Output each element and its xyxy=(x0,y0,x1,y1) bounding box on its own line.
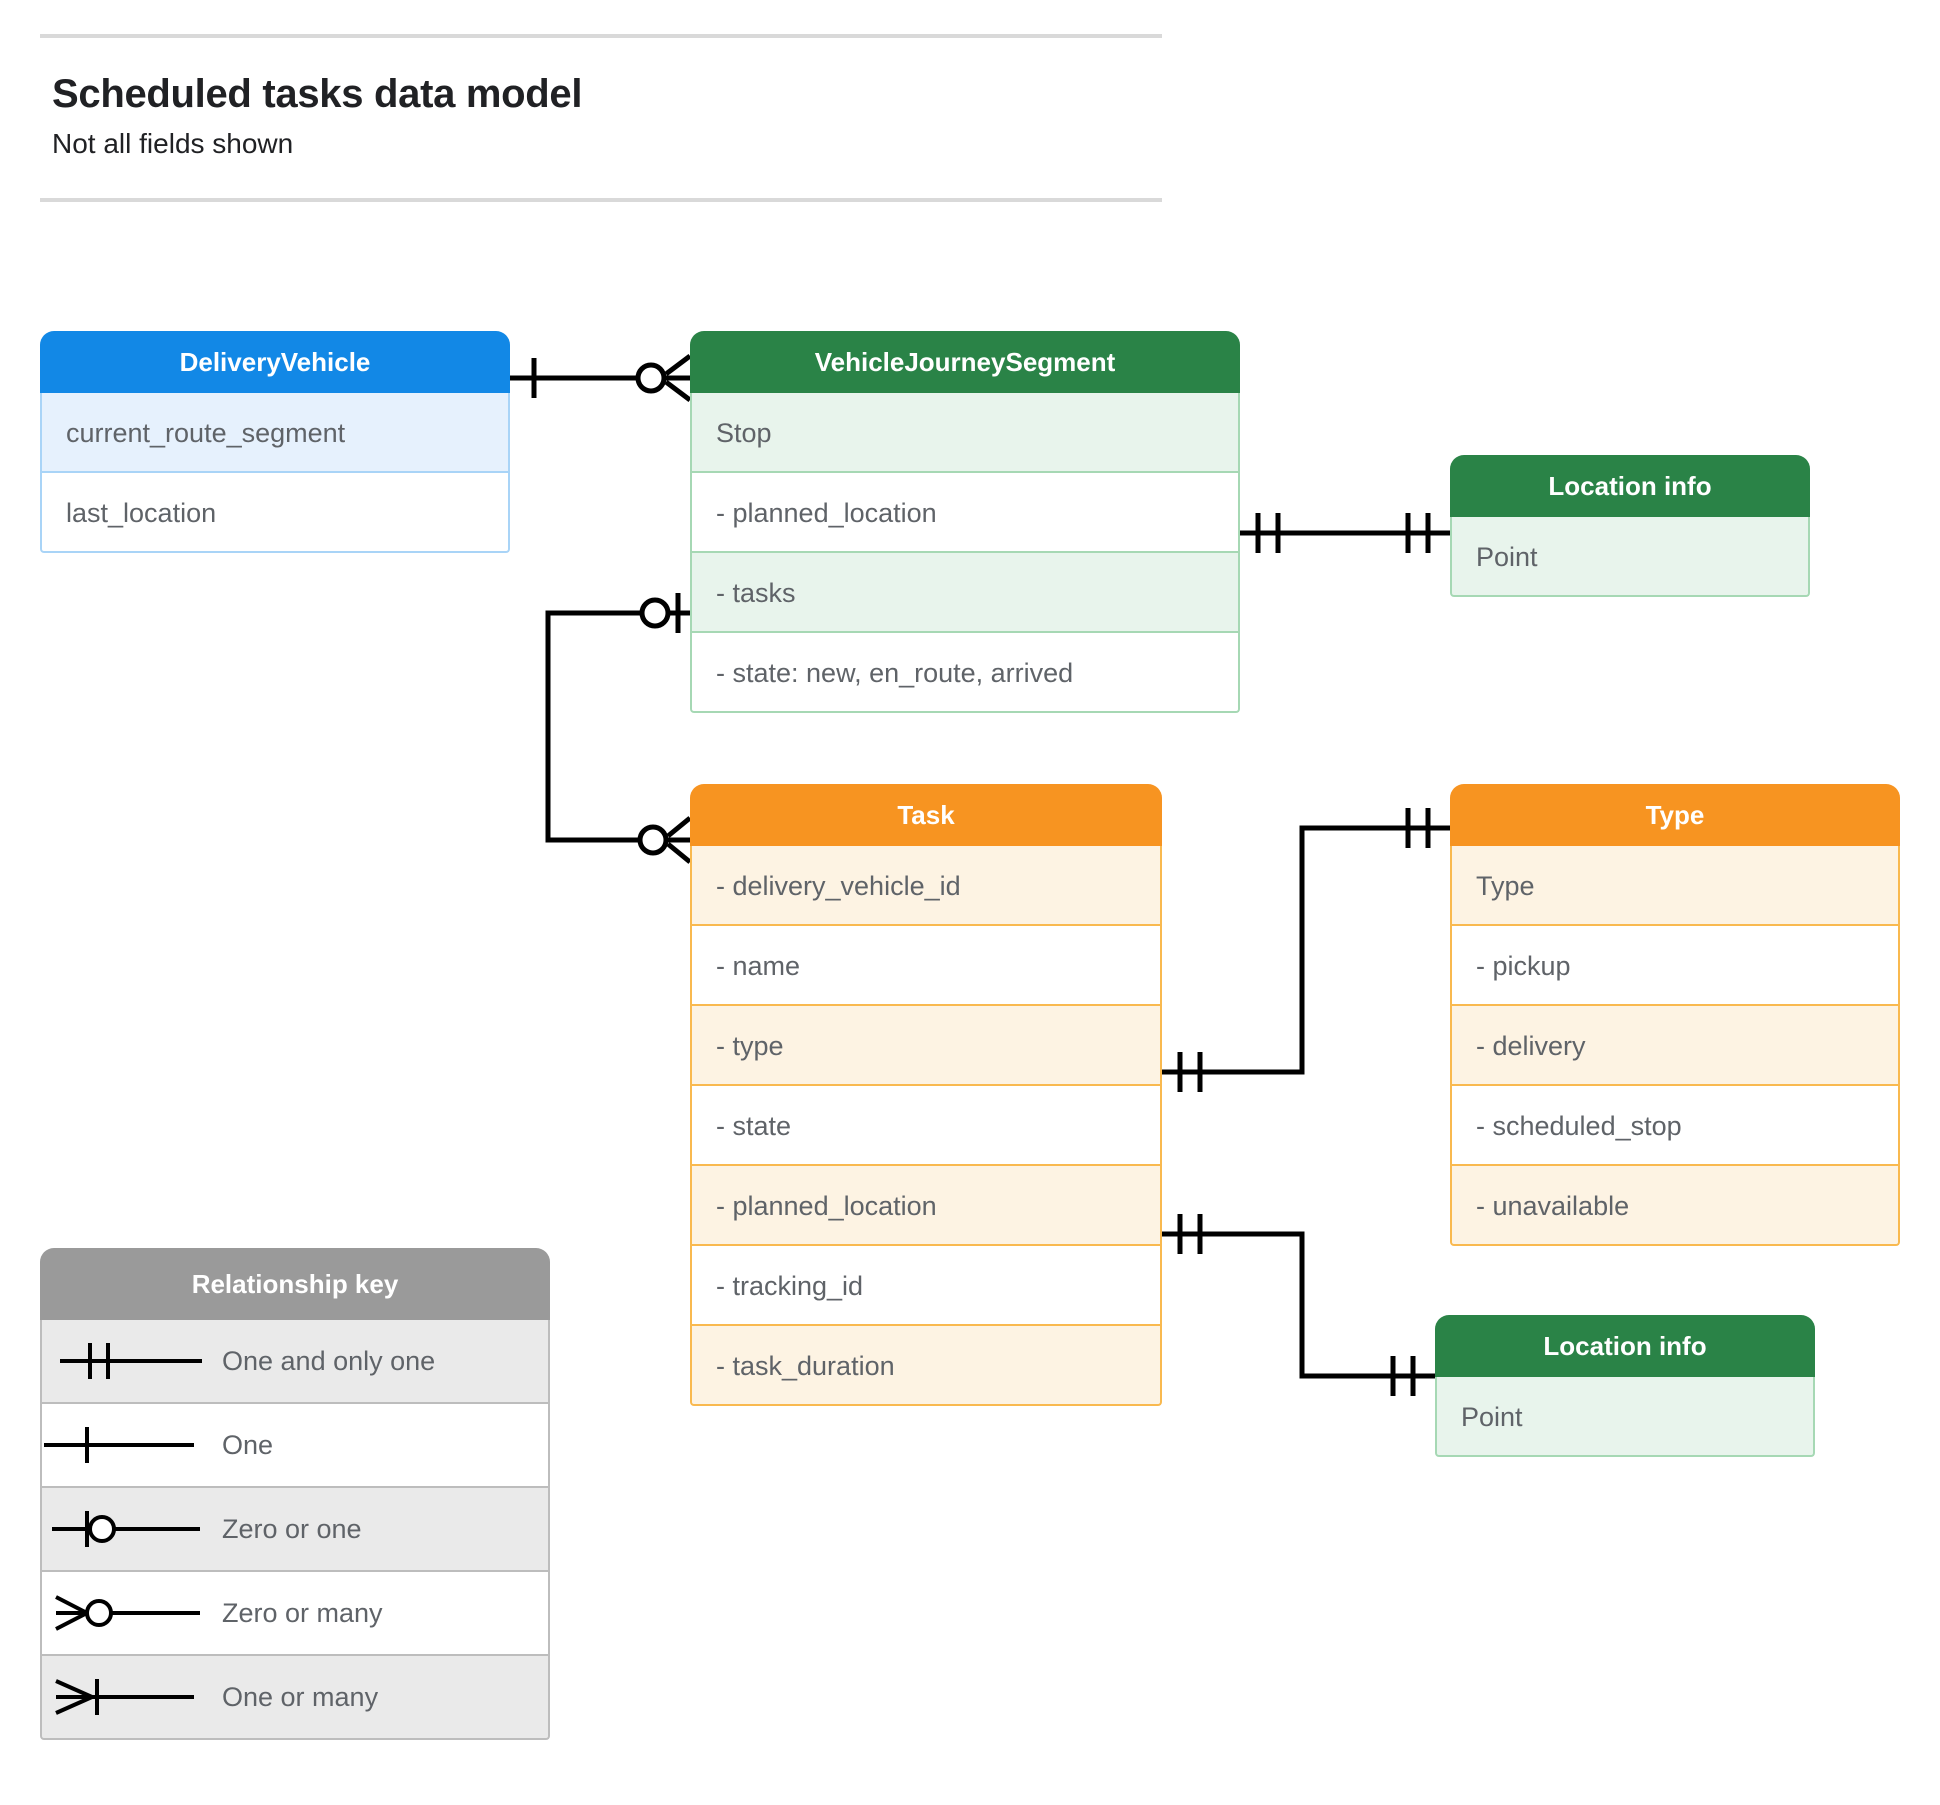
entity-task[interactable]: Task - delivery_vehicle_id - name - type… xyxy=(690,784,1162,1406)
entity-type-row-2: - delivery xyxy=(1450,1006,1900,1086)
legend-item-one-and-only-one: One and only one xyxy=(40,1320,550,1404)
header-divider-top xyxy=(40,34,1162,38)
relationship-key-legend: Relationship key One and only one One xyxy=(40,1248,550,1740)
legend-label-zero-or-many: Zero or many xyxy=(222,1597,383,1628)
relationship-key-title: Relationship key xyxy=(40,1248,550,1320)
legend-label-zero-or-one: Zero or one xyxy=(222,1513,362,1544)
legend-item-one: One xyxy=(40,1404,550,1488)
legend-item-one-or-many: One or many xyxy=(40,1656,550,1740)
header-divider-bottom xyxy=(40,198,1162,202)
entity-type-row-4: - unavailable xyxy=(1450,1166,1900,1246)
entity-delivery-vehicle[interactable]: DeliveryVehicle current_route_segment la… xyxy=(40,331,510,553)
entity-task-row-4: - planned_location xyxy=(690,1166,1162,1246)
one-icon xyxy=(44,1427,194,1463)
page-title: Scheduled tasks data model xyxy=(52,72,583,116)
entity-location-info-top-title: Location info xyxy=(1450,455,1810,517)
entity-type[interactable]: Type Type - pickup - delivery - schedule… xyxy=(1450,784,1900,1246)
entity-task-row-6: - task_duration xyxy=(690,1326,1162,1406)
entity-task-row-2: - type xyxy=(690,1006,1162,1086)
wire-segment-to-task xyxy=(545,610,690,843)
entity-task-row-3: - state xyxy=(690,1086,1162,1166)
legend-label-one-and-only-one: One and only one xyxy=(222,1345,436,1376)
entity-vehicle-journey-segment[interactable]: VehicleJourneySegment Stop - planned_loc… xyxy=(690,331,1240,713)
legend-item-zero-or-one: Zero or one xyxy=(40,1488,550,1572)
entity-location-info-bottom-row-0: Point xyxy=(1435,1377,1815,1457)
marker-zero-circle xyxy=(635,362,667,394)
one-and-only-one-icon xyxy=(60,1343,202,1379)
legend-item-zero-or-many: Zero or many xyxy=(40,1572,550,1656)
entity-task-row-5: - tracking_id xyxy=(690,1246,1162,1326)
entity-location-info-bottom[interactable]: Location info Point xyxy=(1435,1315,1815,1457)
entity-vehicle-journey-segment-row-3: - state: new, en_route, arrived xyxy=(690,633,1240,713)
entity-location-info-top[interactable]: Location info Point xyxy=(1450,455,1810,597)
legend-label-one-or-many: One or many xyxy=(222,1681,379,1712)
entity-delivery-vehicle-title: DeliveryVehicle xyxy=(40,331,510,393)
entity-type-row-3: - scheduled_stop xyxy=(1450,1086,1900,1166)
legend-label-one: One xyxy=(222,1429,274,1460)
entity-delivery-vehicle-row-0: current_route_segment xyxy=(40,393,510,473)
entity-type-row-0: Type xyxy=(1450,846,1900,926)
wire-task-to-location-bottom xyxy=(1162,1231,1435,1379)
entity-vehicle-journey-segment-row-2: - tasks xyxy=(690,553,1240,633)
entity-task-row-1: - name xyxy=(690,926,1162,1006)
entity-type-title: Type xyxy=(1450,784,1900,846)
one-or-many-icon xyxy=(55,1679,194,1715)
entity-vehicle-journey-segment-row-0: Stop xyxy=(690,393,1240,473)
entity-delivery-vehicle-row-1: last_location xyxy=(40,473,510,553)
zero-or-many-icon xyxy=(55,1595,200,1631)
zero-or-one-icon xyxy=(52,1511,200,1547)
entity-location-info-top-row-0: Point xyxy=(1450,517,1810,597)
wire-task-to-type xyxy=(1162,825,1450,1075)
entity-type-row-1: - pickup xyxy=(1450,926,1900,1006)
entity-vehicle-journey-segment-title: VehicleJourneySegment xyxy=(690,331,1240,393)
entity-task-row-0: - delivery_vehicle_id xyxy=(690,846,1162,926)
entity-location-info-bottom-title: Location info xyxy=(1435,1315,1815,1377)
page-subtitle: Not all fields shown xyxy=(52,128,294,159)
entity-task-title: Task xyxy=(690,784,1162,846)
entity-vehicle-journey-segment-row-1: - planned_location xyxy=(690,473,1240,553)
